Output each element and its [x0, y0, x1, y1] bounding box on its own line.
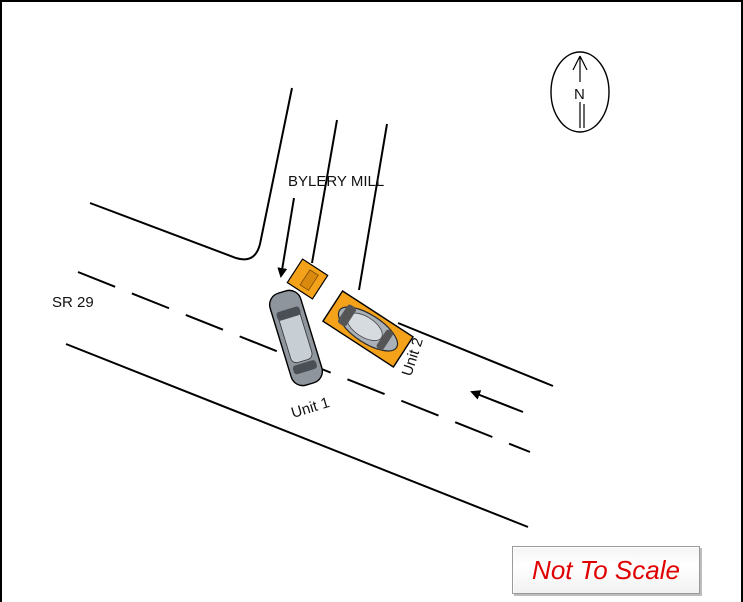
sr29-label: SR 29 [52, 294, 94, 311]
unit1-vehicle [268, 289, 324, 387]
north-compass: N [550, 51, 610, 133]
sr29-north-edge-east [397, 322, 554, 387]
bylery-mill-edge-east [358, 123, 388, 291]
bylery-mill-label: BYLERY MILL [288, 173, 384, 190]
unit1-direction-arrow [277, 197, 295, 278]
not-to-scale-label: Not To Scale [532, 554, 680, 585]
sr29-north-edge-west [89, 87, 293, 261]
sr29-south-edge [65, 343, 529, 528]
unit1-label: Unit 1 [289, 394, 331, 422]
unit2-vehicle [286, 258, 414, 368]
not-to-scale-box: Not To Scale [512, 546, 700, 594]
unit2-direction-arrow [470, 390, 524, 413]
bylery-mill-centerline [311, 119, 338, 264]
compass-letter: N [574, 86, 585, 103]
